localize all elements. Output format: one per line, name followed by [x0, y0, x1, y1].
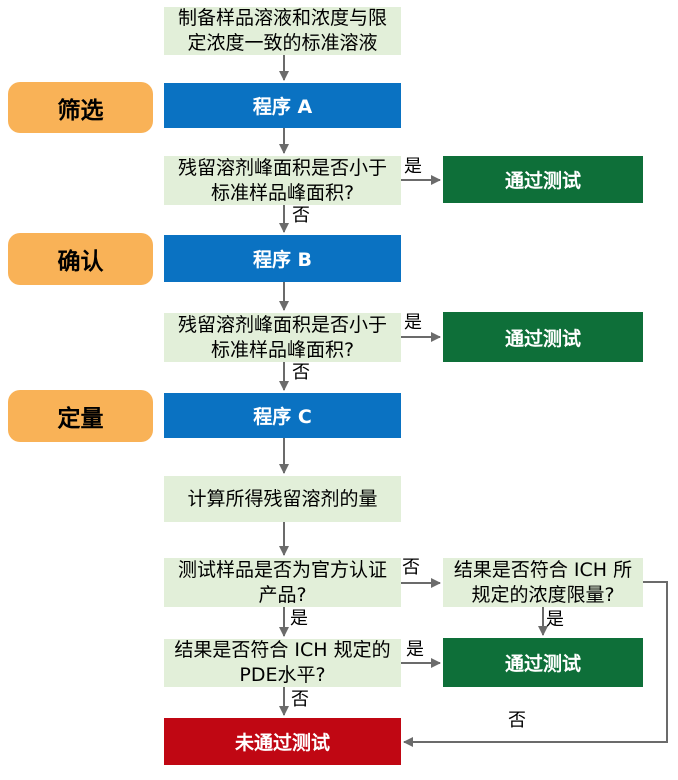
pass-test-box-3: 通过测试	[443, 638, 643, 687]
stage-confirmation: 确认	[8, 233, 153, 285]
pass-test-box-1: 通过测试	[443, 156, 643, 203]
process-prepare-solutions: 制备样品溶液和浓度与限 定浓度一致的标准溶液	[164, 7, 401, 55]
edge-label-no-decision3: 否	[402, 557, 420, 578]
edge-label-no-pde: 否	[291, 689, 309, 710]
procedure-b-box: 程序 B	[164, 235, 401, 282]
edge-label-no-decision1: 否	[292, 205, 310, 226]
edge-label-no-decision2: 否	[292, 362, 310, 383]
procedure-a-box: 程序 A	[164, 83, 401, 128]
decision-pde-level: 结果是否符合 ICH 规定的 PDE水平?	[164, 639, 401, 687]
edge-label-yes-decision2: 是	[404, 312, 422, 333]
pass-test-box-2: 通过测试	[443, 312, 643, 362]
edge-label-no-ich-limit: 否	[508, 710, 526, 731]
decision-peak-area-2: 残留溶剂峰面积是否小于 标准样品峰面积?	[164, 313, 401, 362]
decision-peak-area-1: 残留溶剂峰面积是否小于 标准样品峰面积?	[164, 156, 401, 205]
edge-label-yes-ich-limit: 是	[546, 609, 564, 630]
edge-label-yes-decision3: 是	[290, 608, 308, 629]
edge-label-yes-pde: 是	[406, 639, 424, 660]
fail-test-box: 未通过测试	[164, 718, 401, 765]
decision-ich-concentration-limit: 结果是否符合 ICH 所 规定的浓度限量?	[443, 558, 643, 607]
process-calculate-amount: 计算所得残留溶剂的量	[164, 476, 401, 522]
edge-label-yes-decision1: 是	[404, 156, 422, 177]
stage-screening: 筛选	[8, 82, 153, 133]
procedure-c-box: 程序 C	[164, 393, 401, 438]
decision-official-product: 测试样品是否为官方认证 产品?	[164, 558, 401, 607]
stage-quantification: 定量	[8, 390, 153, 442]
